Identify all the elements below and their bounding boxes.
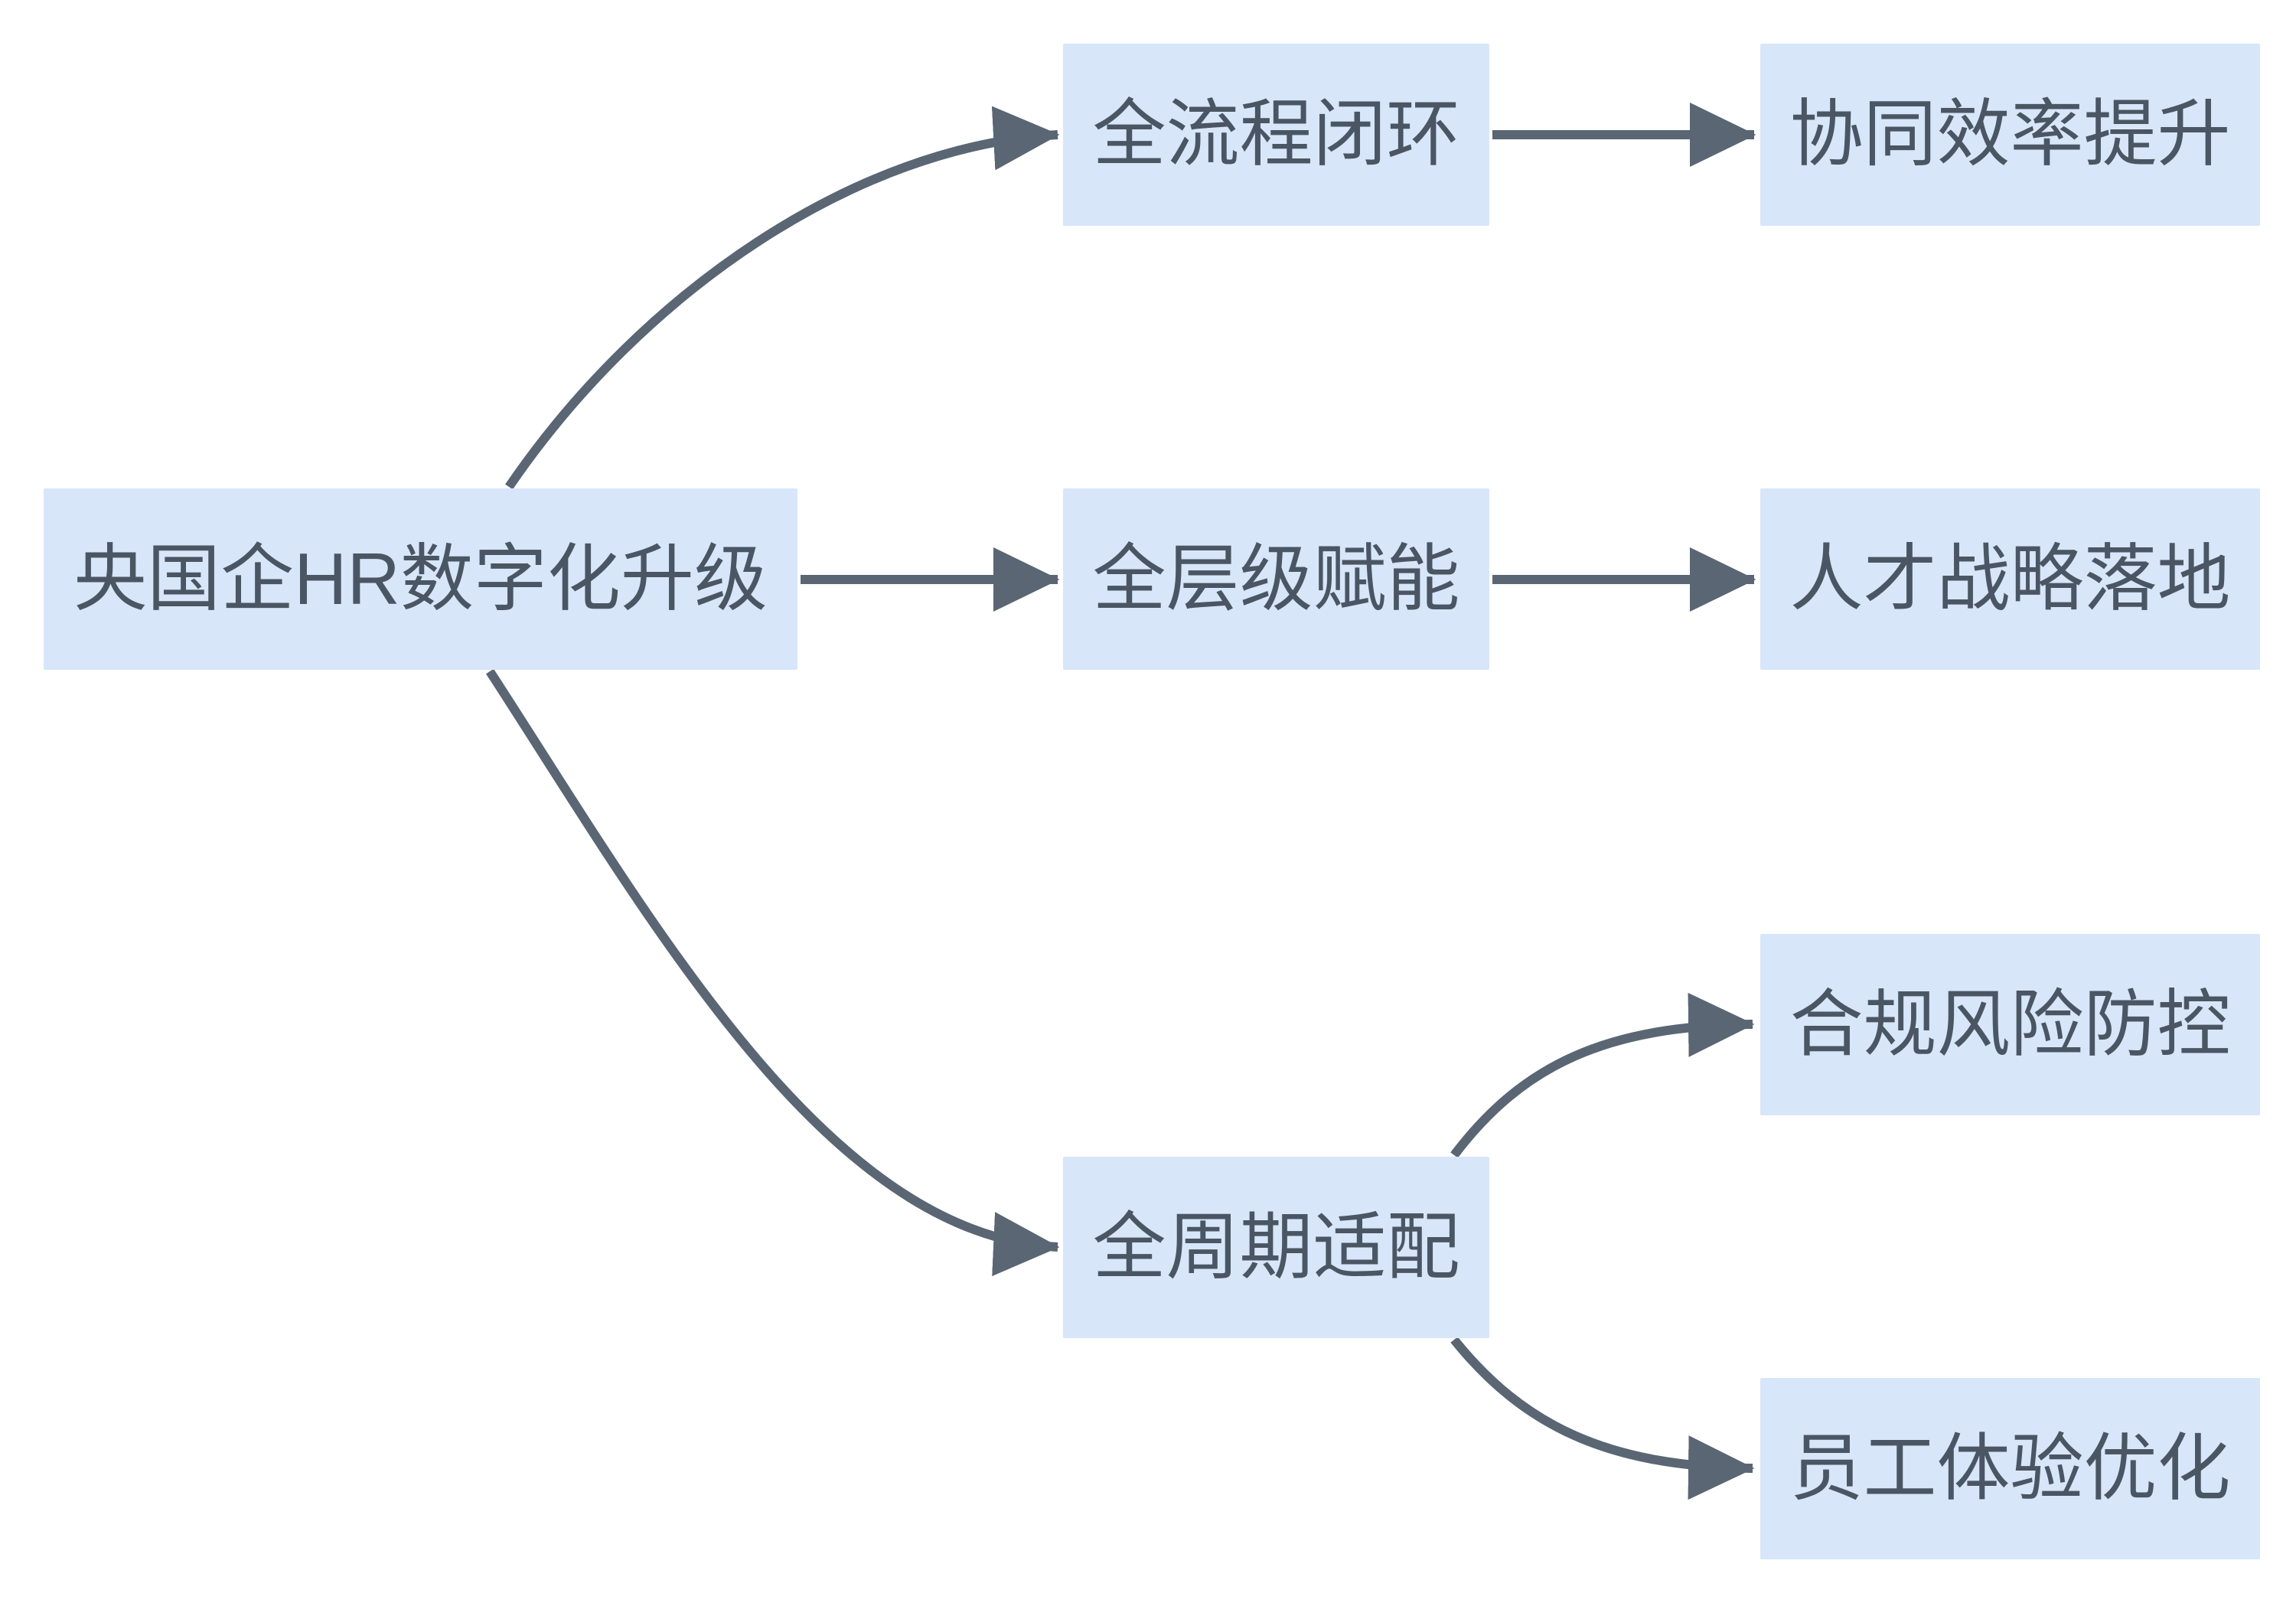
node-compliance-risk[interactable]: 合规风险防控: [1760, 934, 2260, 1115]
node-compliance-risk-label: 合规风险防控: [1789, 983, 2231, 1066]
edge-cycle-fit-to-compliance-risk: [1450, 992, 1755, 1158]
node-process-loop-label: 全流程闭环: [1092, 93, 1460, 175]
node-collab-efficiency-label: 协同效率提升: [1789, 93, 2231, 175]
edge-root-to-cycle-fit: [485, 668, 1060, 1276]
node-talent-strategy[interactable]: 人才战略落地: [1760, 488, 2260, 670]
node-process-loop[interactable]: 全流程闭环: [1063, 44, 1489, 226]
node-level-empower-label: 全层级赋能: [1092, 537, 1460, 620]
edge-cycle-fit-to-employee-exp: [1450, 1337, 1755, 1500]
edge-root-to-process-loop: [505, 106, 1060, 490]
node-collab-efficiency[interactable]: 协同效率提升: [1760, 44, 2260, 226]
node-cycle-fit[interactable]: 全周期适配: [1063, 1157, 1489, 1338]
node-root-label: 央国企HR数字化升级: [73, 537, 768, 620]
node-cycle-fit-label: 全周期适配: [1092, 1206, 1460, 1288]
node-root[interactable]: 央国企HR数字化升级: [44, 488, 797, 670]
node-employee-exp[interactable]: 员工体验优化: [1760, 1378, 2260, 1559]
node-level-empower[interactable]: 全层级赋能: [1063, 488, 1489, 670]
node-talent-strategy-label: 人才战略落地: [1789, 537, 2231, 620]
node-employee-exp-label: 员工体验优化: [1789, 1427, 2231, 1510]
